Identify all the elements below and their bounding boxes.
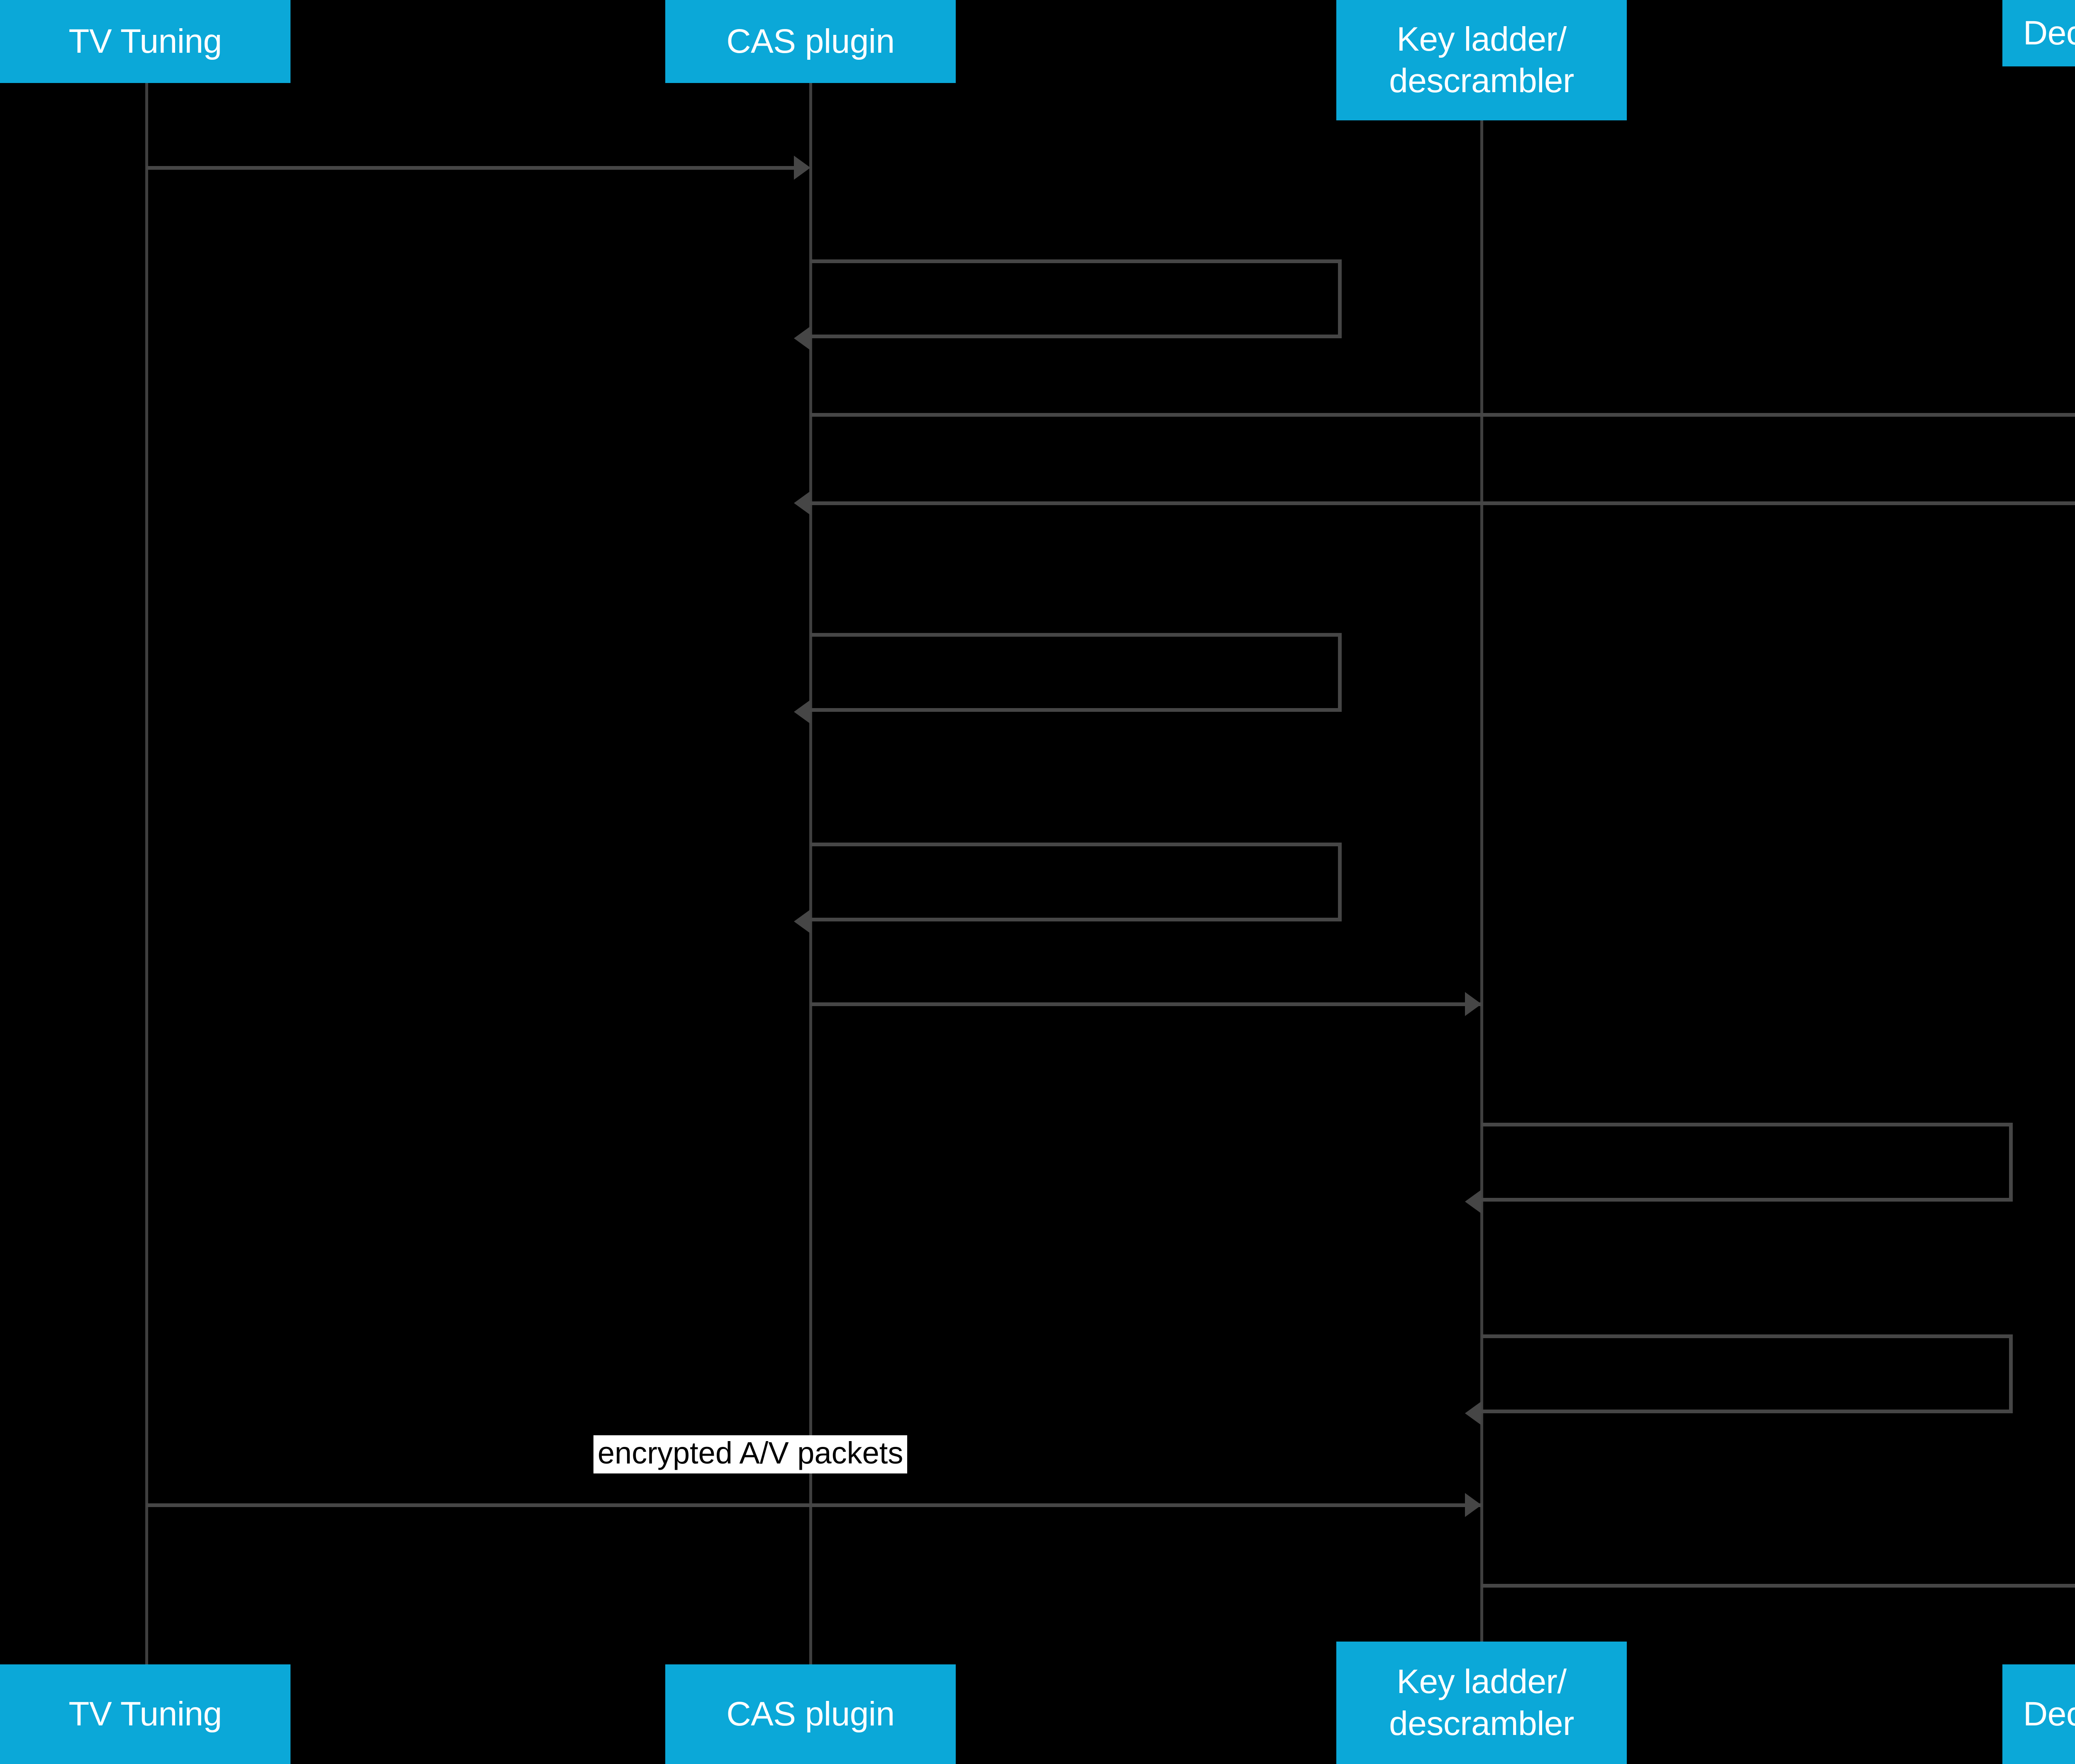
participant-footer-decode-display[interactable]: Decode, display [2002,1664,2075,1764]
lifeline-cas-plugin [809,83,812,1664]
message-label-5 [830,857,838,865]
message-label-8 [1502,1349,1511,1356]
message-line-3 [810,501,2075,505]
message-label-7 [1502,1137,1511,1145]
self-message-arrowhead-4 [794,700,810,724]
message-arrowhead-9 [1465,1493,1482,1517]
message-line-0 [146,166,794,170]
participant-footer-label-tv-tuning: TV Tuning [68,1695,222,1733]
self-message-loop-4 [810,633,1342,712]
message-label-4 [830,647,838,655]
participant-header-label-cas-plugin: CAS plugin [726,22,895,60]
message-line-2 [810,413,2075,417]
self-message-loop-1 [810,259,1342,338]
participant-header-key-ladder[interactable]: Key ladder/ descrambler [1336,0,1627,120]
lifeline-key-ladder [1480,120,1483,1664]
self-message-loop-7 [1482,1123,2013,1202]
message-line-10 [1482,1584,2075,1588]
self-message-arrowhead-8 [1465,1401,1482,1425]
message-label-3 [1494,440,1502,447]
participant-footer-cas-plugin[interactable]: CAS plugin [665,1664,956,1764]
self-message-arrowhead-5 [794,909,810,933]
self-message-arrowhead-7 [1465,1190,1482,1214]
self-message-loop-8 [1482,1334,2013,1413]
message-label-0 [407,104,415,111]
self-message-loop-5 [810,843,1342,921]
message-label-10 [1660,1523,1668,1531]
participant-footer-label-decode-display: Decode, display [2023,1695,2075,1733]
message-arrowhead-3 [794,491,810,515]
message-line-9 [146,1503,1482,1507]
self-message-arrowhead-1 [794,326,810,350]
message-label-2 [1494,353,1502,360]
message-label-1 [830,274,838,281]
lifeline-tv-tuning [145,83,148,1664]
participant-header-tv-tuning[interactable]: TV Tuning [0,0,290,83]
message-arrowhead-6 [1465,992,1482,1016]
participant-header-label-tv-tuning: TV Tuning [68,22,222,60]
participant-header-label-key-ladder: Key ladder/ descrambler [1389,20,1574,100]
participant-footer-key-ladder[interactable]: Key ladder/ descrambler [1336,1642,1627,1764]
participant-footer-label-cas-plugin: CAS plugin [726,1695,895,1733]
participant-footer-tv-tuning[interactable]: TV Tuning [0,1664,290,1764]
participant-header-decode-display[interactable]: Decode, display [2002,0,2075,66]
message-label-6 [913,942,921,950]
message-line-6 [810,1002,1482,1006]
participant-header-label-decode-display: Decode, display [2023,14,2075,52]
message-label-encrypted-av-packets: encrypted A/V packets [593,1435,908,1473]
participant-header-cas-plugin[interactable]: CAS plugin [665,0,956,83]
participant-footer-label-key-ladder: Key ladder/ descrambler [1389,1663,1574,1742]
message-arrowhead-0 [794,156,810,180]
